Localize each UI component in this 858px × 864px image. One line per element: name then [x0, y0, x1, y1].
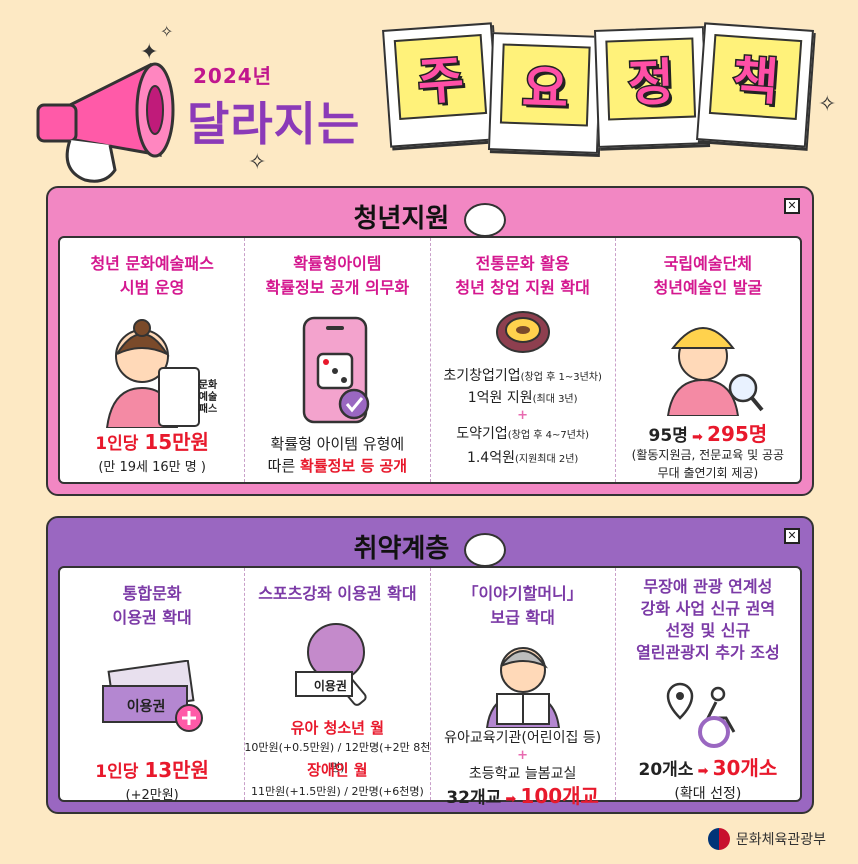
panel-title-text: 청년지원	[353, 204, 450, 234]
voucher-label: 이용권	[126, 699, 166, 715]
col-title: 무장애 관광 연계성 강화 사업 신규 권역 선정 및 신규 열린관광지 추가 …	[636, 577, 780, 662]
col-title: 통합문화 이용권 확대	[112, 584, 192, 627]
line-leap-company: 도약기업(창업 후 4~7년차)	[456, 426, 590, 442]
panel-title: 취약계층	[48, 528, 812, 567]
title-card-3: 정	[593, 26, 709, 148]
title-char: 주	[414, 49, 467, 113]
line2: 초등학교 늘봄교실	[468, 766, 577, 782]
doctor-bubble-icon	[464, 202, 507, 237]
line1: 유아교육기관(어린이집 등)	[444, 730, 602, 746]
close-icon[interactable]: ✕	[784, 528, 800, 544]
plus-sign: +	[517, 408, 529, 423]
title-char: 책	[729, 49, 782, 113]
vuln-col-culture-voucher: 통합문화 이용권 확대 이용권 1인당 13만원 (+2만원)	[60, 568, 246, 803]
stat-line: 95명 ➡ 295명	[648, 422, 768, 446]
line1: 확률형 아이템 유형에	[270, 435, 405, 453]
title-card-4: 책	[696, 22, 814, 148]
ministry-footer: 문화체육관광부	[707, 828, 826, 850]
sparkle-icon: ✧	[248, 150, 267, 175]
pingpong-paddle-icon	[295, 623, 368, 706]
col-title: 전통문화 활용 청년 창업 지원 확대	[455, 254, 590, 297]
voucher-ticket-icon	[102, 660, 204, 732]
artist-magnifier-illustration	[666, 327, 764, 416]
note: (+2만원)	[125, 788, 179, 803]
sparkle-icon: ✧	[160, 22, 174, 41]
sparkle-icon: ✦	[140, 40, 159, 65]
phone-dice-icon	[303, 316, 370, 424]
culture-pass-card: 문화 예술 패스	[198, 380, 218, 415]
traditional-bowl-icon	[495, 311, 550, 353]
subtitle: 달라지는	[187, 97, 361, 151]
megaphone-icon	[36, 62, 175, 183]
youth-col-culture-pass: 청년 문화예술패스 시범 운영 문화 예술 패스 1인당 15만원 (만 19세…	[60, 238, 246, 482]
line2: 따른 확률정보 등 공개	[267, 457, 408, 475]
grandmother-reading-illustration	[485, 647, 560, 728]
stat-line: 1인당 15만원	[95, 430, 209, 454]
vuln-col-story-grandma: 「이야기할머니」 보급 확대 유아교육기관(어린이집 등) + 초등학교 늘봄교…	[431, 568, 616, 808]
col-title: 스포츠강좌 이용권 확대	[258, 584, 417, 603]
sparkle-icon: ✧	[818, 92, 837, 117]
plus-sign: +	[517, 748, 529, 763]
col-title: 청년 문화예술패스 시범 운영	[90, 254, 214, 297]
title-card-2: 요	[487, 32, 603, 154]
note: (만 19세 16만 명 )	[98, 460, 206, 475]
line-support-amount: 1억원 지원(최대 3년)	[467, 390, 578, 406]
line-early-startup: 초기창업기업(창업 후 1~3년차)	[443, 368, 602, 384]
ministry-logo-icon	[707, 828, 730, 850]
youth-support-panel: 청년지원 ✕ 청년 문화예술패스 시범 운영 문화 예술 패스 1인	[46, 186, 814, 496]
title-card-1: 주	[382, 22, 500, 148]
panel-body: 청년 문화예술패스 시범 운영 문화 예술 패스 1인당 15만원 (만 19세…	[58, 236, 802, 484]
title-char: 정	[625, 52, 676, 115]
young-woman-illustration	[106, 319, 201, 428]
youth-heading: 유아 청소년 월	[290, 719, 384, 737]
panel-body: 통합문화 이용권 확대 이용권 1인당 13만원 (+2만원) 스포츠강좌 이용…	[58, 566, 802, 808]
vuln-col-sports-voucher: 스포츠강좌 이용권 확대 이용권 유아 청소년 월 10만원(+0.5만원) /…	[244, 568, 431, 800]
title-char: 요	[520, 58, 571, 121]
heart-hands-bubble-icon	[464, 532, 507, 567]
stat-line: 20개소 ➡ 30개소	[638, 756, 778, 780]
stat-line: 32개교 ➡ 100개교	[446, 784, 599, 808]
voucher-label: 이용권	[313, 679, 347, 693]
stat-line: 1인당 13만원	[95, 758, 209, 782]
vulnerable-groups-panel: 취약계층 ✕ 통합문화 이용권 확대 이용권 1인당 13만원 (+2만원)	[46, 516, 814, 814]
note: (활동지원금, 전문교육 및 공공 무대 출연기회 제공)	[631, 448, 785, 480]
panel-title-text: 취약계층	[353, 534, 450, 564]
panel-title: 청년지원	[48, 198, 812, 237]
youth-col-national-arts: 국립예술단체 청년예술인 발굴 95명 ➡ 295명 (활동지원금, 전문교육 …	[616, 238, 800, 482]
vuln-col-barrier-free-tourism: 무장애 관광 연계성 강화 사업 신규 권역 선정 및 신규 열린관광지 추가 …	[616, 568, 800, 802]
wheelchair-location-icon	[666, 682, 736, 748]
disabled-detail: 11만원(+1.5만원) / 2만명(+6천명)	[251, 785, 424, 798]
col-title: 국립예술단체 청년예술인 발굴	[653, 254, 763, 297]
close-icon[interactable]: ✕	[784, 198, 800, 214]
disabled-heading: 장애인 월	[307, 761, 368, 779]
youth-detail: 10만원(+0.5만원) / 12만명(+2만 8천명)	[244, 741, 431, 774]
ministry-name: 문화체육관광부	[735, 832, 826, 848]
header: ✦ ✧ ✧ ✧ 2024년 달라지는 주 요 정 책	[0, 0, 858, 183]
note: (확대 선정)	[674, 786, 742, 802]
col-title: 「이야기할머니」 보급 확대	[462, 584, 583, 627]
youth-col-traditional-startup: 전통문화 활용 청년 창업 지원 확대 초기창업기업(창업 후 1~3년차) 1…	[431, 238, 616, 482]
line-leap-amount: 1.4억원(지원최대 2년)	[466, 450, 579, 466]
col-title: 확률형아이템 확률정보 공개 의무화	[265, 254, 410, 297]
year-label: 2024년	[193, 64, 273, 88]
youth-col-probability-items: 확률형아이템 확률정보 공개 의무화 확률형 아이템 유형에 따른 확률정보 등…	[245, 238, 431, 482]
